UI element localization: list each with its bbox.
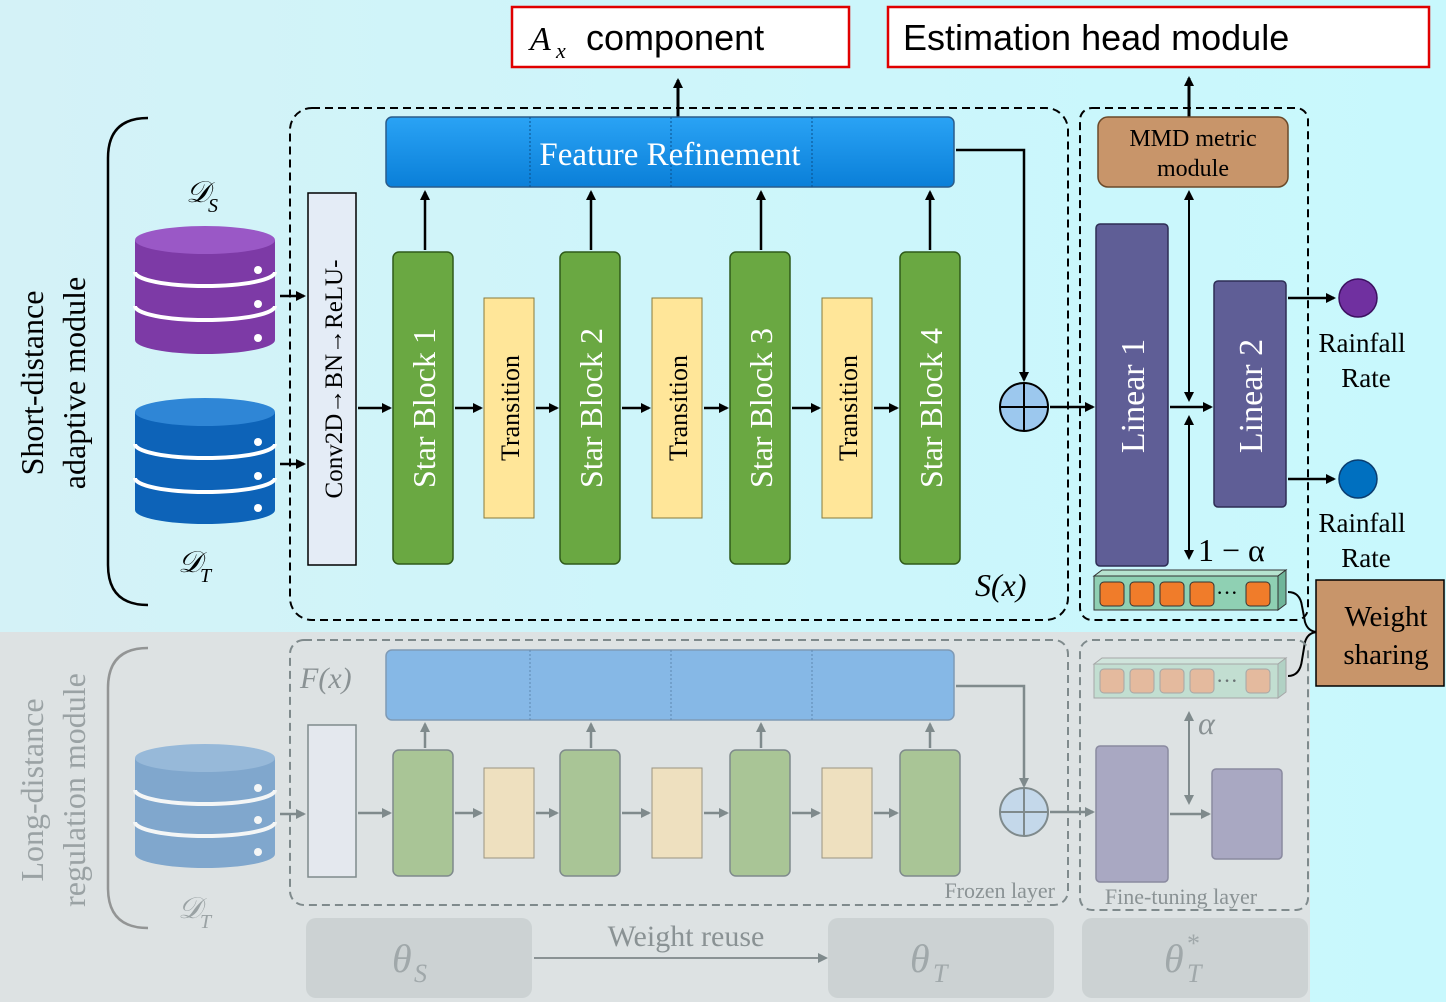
theta-t-star-superscript: *: [1187, 929, 1200, 958]
transition-3: Transition: [821, 297, 873, 519]
transition-1-label: Transition: [496, 355, 525, 461]
sum-node-icon: [999, 382, 1049, 432]
refinement-arrows: [420, 190, 935, 250]
weight-sharing-label-1: Weight: [1344, 601, 1427, 633]
theta-t-box: [828, 918, 1054, 998]
star-block-3-label: Star Block 3: [743, 328, 779, 488]
short-module-label-2: adaptive module: [56, 277, 92, 489]
finetune-layer-label: Fine-tuning layer: [1105, 884, 1258, 909]
one-minus-alpha-label: 1 − α: [1198, 532, 1265, 568]
linear-1-label: Linear 1: [1115, 339, 1152, 453]
mmd-label-1: MMD metric: [1129, 126, 1256, 152]
theta-t-star-box: [1082, 918, 1308, 998]
long-star-blocks: [392, 749, 961, 877]
conv-label: Conv2D→BN→ReLU-: [321, 260, 348, 499]
long-dt-subscript: T: [200, 911, 213, 933]
shared-weight-bar: [1092, 569, 1288, 611]
output-1-label-2: Rate: [1341, 363, 1390, 393]
ax-subscript: x: [555, 38, 566, 63]
arrow-refinement-to-sum: [956, 148, 1029, 382]
long-arrow-refinement-to-sum: [956, 684, 1029, 788]
frozen-layer-label: Frozen layer: [944, 878, 1055, 903]
long-module-label-1: Long-distance: [14, 698, 50, 881]
star-block-1-label: Star Block 1: [406, 328, 442, 488]
target-database-icon: [133, 398, 277, 524]
theta-t-subscript: T: [933, 959, 949, 988]
transition-3-label: Transition: [834, 355, 863, 461]
star-block-4: Star Block 4: [899, 251, 961, 565]
star-block-2-label: Star Block 2: [573, 328, 609, 488]
ax-component-box: [510, 5, 851, 69]
star-block-2: Star Block 2: [559, 251, 621, 565]
transition-2-label: Transition: [664, 355, 693, 461]
long-flow-arrows: [358, 722, 935, 818]
long-transitions: [483, 767, 873, 859]
weight-dots-top: ···: [1216, 580, 1238, 605]
output-2-icon: [1338, 459, 1378, 499]
theta-t-symbol: θ: [910, 936, 930, 981]
long-conv-block: [307, 724, 357, 878]
theta-s-box: [306, 918, 532, 998]
estimation-head-label: Estimation head module: [903, 17, 1289, 58]
long-target-database-icon: [133, 744, 277, 868]
weight-dots-bottom: ···: [1216, 668, 1238, 693]
theta-t-star-symbol: θ: [1164, 936, 1184, 981]
long-weight-bar: [1092, 657, 1288, 699]
source-database-icon: [133, 226, 277, 354]
weight-sharing-box: [1315, 579, 1445, 687]
conv-bn-relu-block: [307, 192, 357, 566]
star-block-1: Star Block 1: [392, 251, 454, 565]
long-linear-2-block: [1211, 768, 1283, 860]
output-2-label-2: Rate: [1341, 543, 1390, 573]
estimation-head-box: [886, 5, 1431, 69]
sx-label: S(x): [975, 567, 1027, 603]
mmd-label-2: module: [1157, 156, 1229, 182]
long-distance-module: [106, 646, 149, 930]
short-module-label-1: Short-distance: [14, 291, 50, 476]
long-feature-refinement-block: [385, 649, 955, 721]
linear-2-block: [1213, 280, 1287, 508]
weight-sharing-label-2: sharing: [1343, 639, 1428, 671]
short-module-brace: [106, 116, 149, 607]
head-dashed-box: [1079, 107, 1309, 621]
transition-1: Transition: [483, 297, 535, 519]
star-block-4-label: Star Block 4: [913, 328, 949, 488]
star-block-3: Star Block 3: [729, 251, 791, 565]
ax-component-label: component: [586, 17, 764, 58]
theta-t-star-subscript: T: [1187, 959, 1203, 988]
backbone-dashed-box: [289, 107, 1069, 621]
fx-label: F(x): [299, 662, 352, 695]
theta-s-subscript: S: [414, 959, 427, 988]
output-1-icon: [1338, 278, 1378, 318]
finetune-dashed-box: [1079, 639, 1309, 911]
frozen-dashed-box: [289, 639, 1069, 906]
mmd-metric-module: [1097, 116, 1289, 188]
alpha-label: α: [1198, 705, 1216, 741]
theta-s-symbol: θ: [392, 936, 412, 981]
long-sum-node-icon: [999, 787, 1049, 837]
long-linear-1-block: [1095, 745, 1169, 883]
feature-refinement-label: Feature Refinement: [539, 137, 800, 173]
long-module-label-2: regulation module: [56, 673, 92, 907]
output-1-label-1: Rainfall: [1319, 328, 1406, 358]
weight-reuse-label: Weight reuse: [608, 920, 765, 953]
linear-2-label: Linear 2: [1233, 339, 1270, 453]
output-2-label-1: Rainfall: [1319, 508, 1406, 538]
ds-subscript: S: [208, 195, 218, 217]
transition-2: Transition: [651, 297, 703, 519]
linear-1-block: [1095, 223, 1169, 567]
ax-symbol: A: [528, 21, 551, 58]
dt-subscript: T: [200, 565, 213, 587]
